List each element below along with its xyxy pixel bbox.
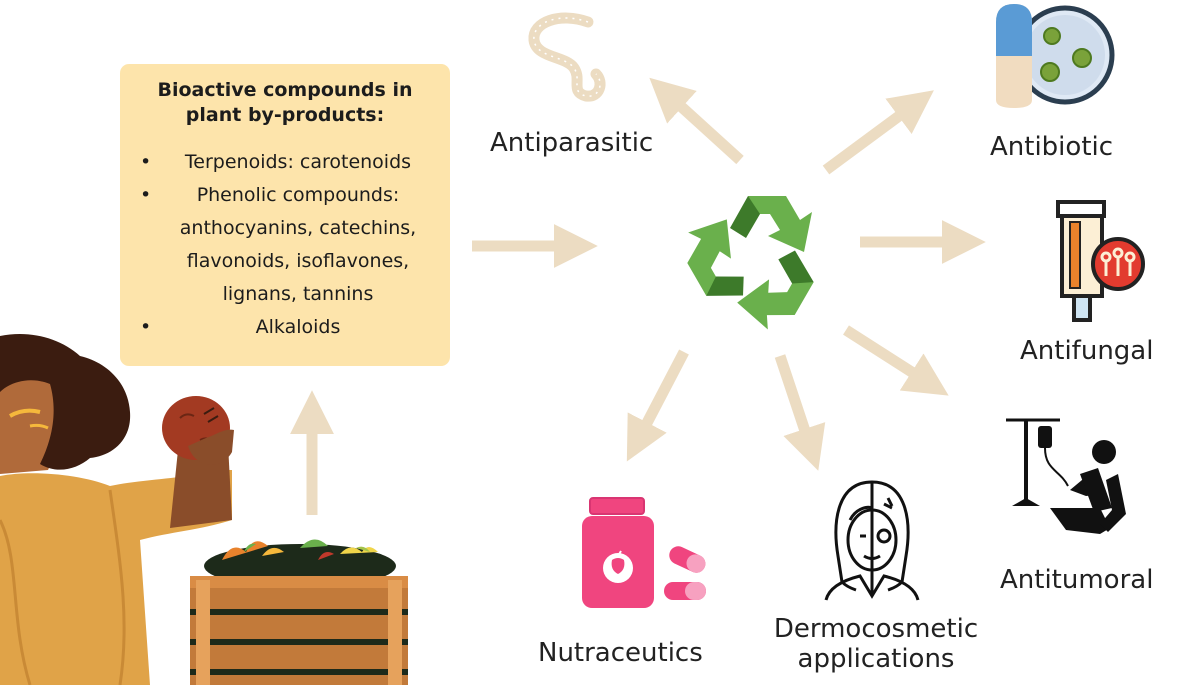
label-antibiotic: Antibiotic	[990, 132, 1114, 162]
antibiotic-petri-icon	[996, 4, 1115, 108]
label-nutraceutics: Nutraceutics	[538, 638, 703, 668]
compound-item-line: Terpenoids: carotenoids	[184, 151, 412, 173]
compound-box-title-line2: plant by-products:	[185, 104, 385, 126]
nutraceutic-bottle-icon	[582, 497, 706, 608]
compound-item-alkaloids: • Alkaloids	[134, 311, 436, 344]
arrow-to-dermocosmetic	[774, 354, 826, 471]
bioactive-compounds-box: Bioactive compounds in plant by-products…	[120, 64, 450, 366]
arrow-to-antitumoral	[843, 325, 949, 396]
label-antifungal: Antifungal	[1020, 336, 1154, 366]
label-dermocosmetic-line1: Dermocosmetic	[773, 614, 979, 644]
iv-chemotherapy-icon	[1006, 418, 1126, 534]
compound-item-line: flavonoids, isoflavones,	[186, 250, 410, 272]
compound-item-line: lignans, tannins	[222, 283, 374, 305]
recycle-icon	[687, 196, 814, 330]
bullet-icon: •	[140, 316, 152, 338]
bullet-icon: •	[140, 151, 152, 173]
arrow-to-nutraceutics	[626, 349, 689, 462]
compound-item-phenolic: • Phenolic compounds: anthocyanins, cate…	[134, 179, 436, 311]
worm-icon	[528, 12, 606, 102]
compound-item-line: anthocyanins, catechins,	[179, 217, 417, 239]
compound-box-title-line1: Bioactive compounds in	[157, 79, 413, 101]
arrow-to-antiparasitic	[649, 77, 744, 165]
person-holding-fruit-icon	[0, 334, 234, 685]
bullet-icon: •	[140, 184, 152, 206]
label-antiparasitic: Antiparasitic	[490, 128, 654, 158]
compost-crate-icon	[190, 539, 408, 685]
compound-item-line: Alkaloids	[255, 316, 341, 338]
label-antitumoral: Antitumoral	[1000, 565, 1154, 595]
compound-item-line: Phenolic compounds:	[196, 184, 400, 206]
label-dermocosmetic: Dermocosmetic applications	[760, 614, 992, 674]
dermocosmetic-face-icon	[824, 480, 920, 601]
arrows	[290, 77, 986, 515]
label-dermocosmetic-line2: applications	[797, 644, 955, 674]
compound-item-terpenoids: • Terpenoids: carotenoids	[134, 146, 436, 179]
arrow-to-antibiotic	[822, 90, 934, 175]
antifungal-ointment-icon	[1056, 200, 1145, 322]
compound-list: • Terpenoids: carotenoids • Phenolic com…	[134, 146, 436, 344]
compound-box-title: Bioactive compounds in plant by-products…	[134, 78, 436, 128]
